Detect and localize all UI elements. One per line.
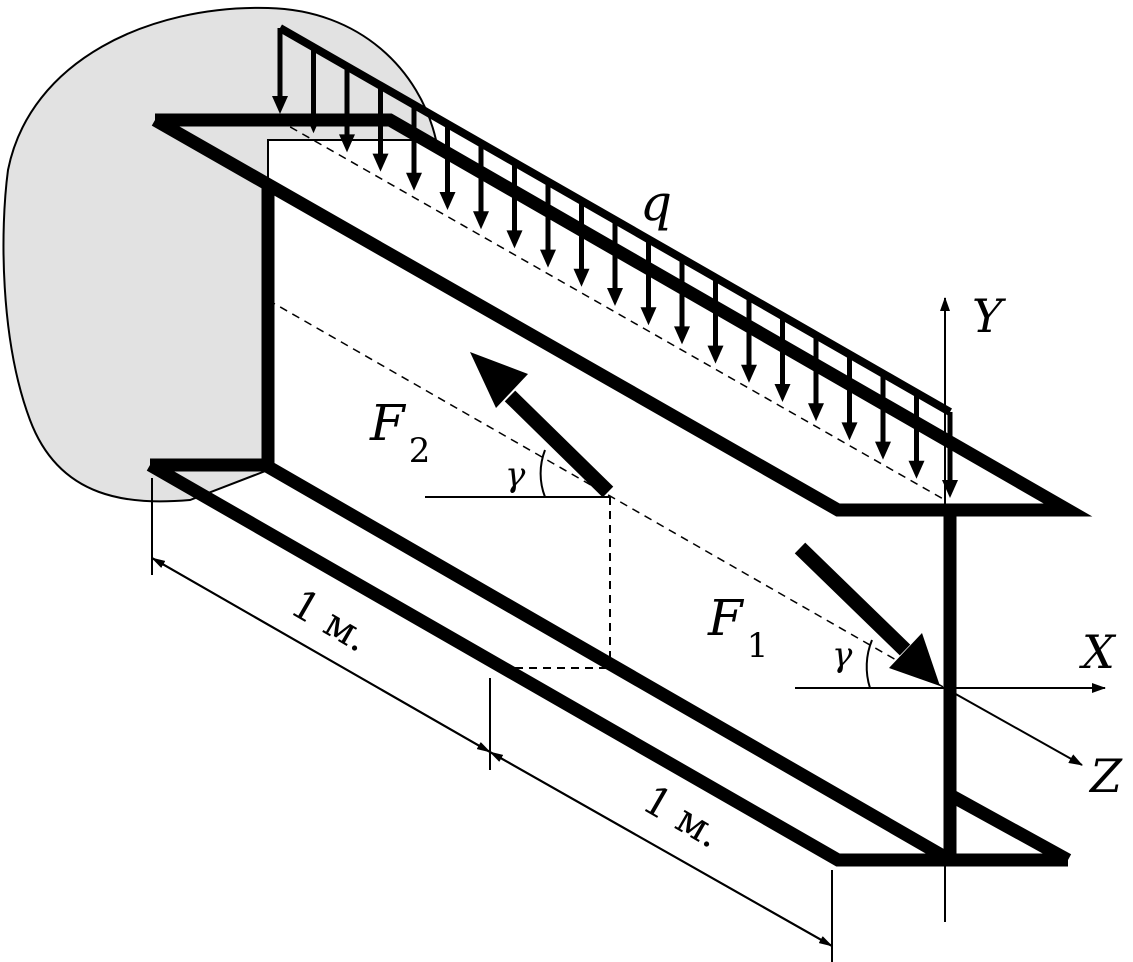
label-q: q — [640, 174, 672, 232]
load-arrow-head — [674, 326, 690, 345]
load-arrow-head — [305, 115, 322, 134]
bottom-flange — [146, 458, 1068, 867]
force-f1-arrow — [794, 542, 911, 656]
load-arrow-head — [707, 345, 724, 364]
load-arrow-head — [741, 364, 757, 383]
load-arrow-head — [808, 403, 824, 422]
load-arrow-head — [774, 384, 791, 402]
load-arrow-head — [473, 211, 489, 230]
load-arrow-head — [406, 172, 422, 191]
axis-z — [944, 687, 1083, 766]
label-axis-y: Y — [972, 289, 1007, 343]
load-arrow-head — [607, 288, 623, 306]
load-arrow-head — [908, 460, 925, 479]
force-f1-head — [889, 633, 940, 686]
load-arrow-head — [841, 422, 858, 441]
angle-arc-right — [865, 639, 873, 689]
label-gamma-right: γ — [832, 635, 853, 675]
force-f2-head — [470, 352, 528, 408]
top-flange-centerline — [277, 119, 946, 501]
load-arrow-head — [339, 134, 355, 153]
angle-arc-left — [539, 449, 546, 498]
label-axis-x: X — [1079, 625, 1117, 679]
label-gamma-left: γ — [505, 455, 526, 495]
load-top-line — [278, 24, 952, 416]
load-arrow-head — [640, 307, 657, 326]
load-arrow-head — [439, 192, 456, 210]
force-f2-arrow — [504, 390, 614, 498]
top-flange — [151, 113, 1093, 517]
load-arrow-head — [506, 230, 523, 249]
dimensions — [151, 478, 833, 962]
load-arrow-head — [540, 249, 556, 268]
fixed-support-wall — [2, 6, 438, 503]
load-arrow-head — [573, 268, 590, 287]
label-axis-z: Z — [1088, 749, 1123, 803]
web-centerline — [267, 299, 946, 689]
load-arrow-head — [272, 96, 288, 114]
bottom-flange-back — [946, 789, 1072, 866]
distributed-load-q — [272, 28, 958, 498]
load-arrow-head — [372, 153, 389, 172]
load-arrow-head — [875, 441, 891, 460]
